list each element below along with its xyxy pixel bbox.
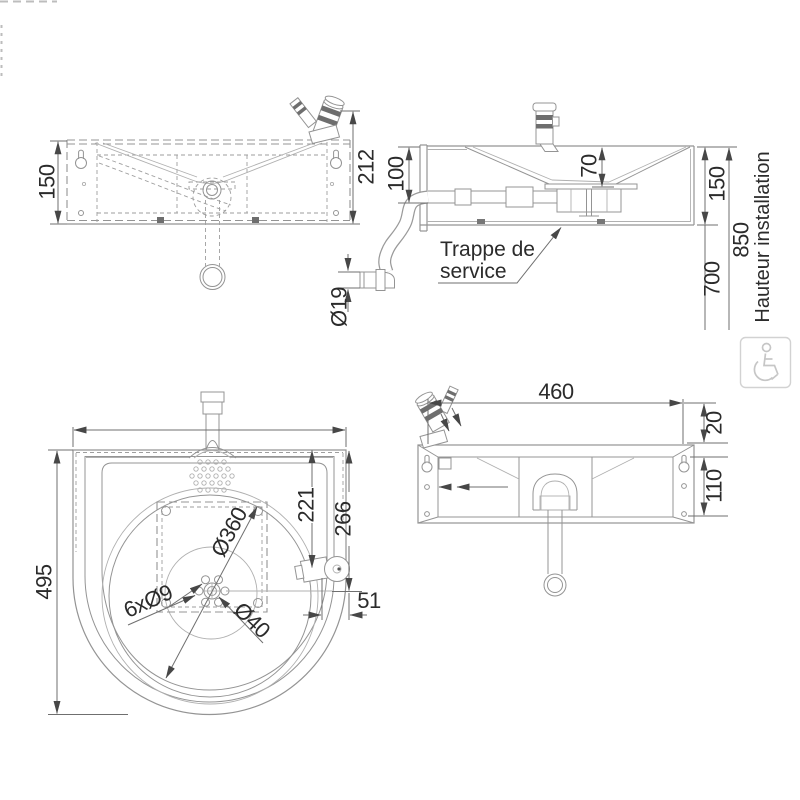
dim-bowl-diameter: Ø360 <box>206 503 253 561</box>
service-hatch-label-1: Trappe de <box>440 238 535 261</box>
dim-valve-offset: 221 <box>294 487 319 522</box>
rear-drain <box>532 473 578 597</box>
keyhole-slot <box>75 149 87 169</box>
dim-hose-diameter: Ø19 <box>327 287 352 327</box>
dim-rear-bracket-height: 110 <box>702 469 727 503</box>
dim-front-height: 150 <box>35 164 60 199</box>
foot <box>477 219 485 224</box>
dim-bowl-depth: 70 <box>577 154 602 178</box>
dim-install-height: 850 <box>729 222 754 257</box>
keyhole-slot <box>330 149 342 169</box>
bracket-foot <box>157 217 164 223</box>
install-height-caption: Hauteur installation <box>752 151 774 322</box>
dim-body-height: 150 <box>705 166 730 201</box>
rear-view-dimensions: 460 20 110 <box>427 379 728 517</box>
flexible-hose <box>359 190 429 291</box>
side-view <box>359 102 695 291</box>
foot <box>597 219 605 224</box>
overflow-pipe <box>200 391 225 451</box>
rear-tap <box>415 385 462 449</box>
side-tap <box>532 102 560 152</box>
dim-plan-depth: 495 <box>32 564 57 599</box>
dim-drain-diameter: Ø40 <box>229 597 275 643</box>
keyhole-slot <box>421 454 433 473</box>
keyhole-slot <box>678 454 690 473</box>
wheelchair-icon <box>739 336 792 389</box>
service-hatch-label-2: service <box>440 260 507 283</box>
dim-rear-width: 460 <box>538 379 573 404</box>
overflow-dome <box>188 447 237 493</box>
dim-clearance: 700 <box>700 261 725 296</box>
bracket-foot <box>252 217 259 223</box>
drain-side <box>544 183 638 217</box>
front-view-dimensions: 150 212 <box>35 110 379 225</box>
dim-valve-inset: 51 <box>357 588 381 613</box>
plan-view <box>72 391 350 716</box>
drain-trap-front <box>188 177 236 290</box>
dim-pipe-height: 100 <box>384 156 409 191</box>
sheet-crop-marks <box>0 0 57 80</box>
rear-view <box>415 385 695 597</box>
side-view-dimensions: 100 70 150 700 850 Hauteur installation … <box>327 146 774 330</box>
front-tap <box>289 95 345 145</box>
dim-front-total-height: 212 <box>354 149 379 184</box>
dim-rear-top-offset: 20 <box>702 411 727 435</box>
front-view <box>66 95 351 290</box>
plan-valve <box>294 556 350 583</box>
dim-edge-offset: 266 <box>331 501 356 536</box>
